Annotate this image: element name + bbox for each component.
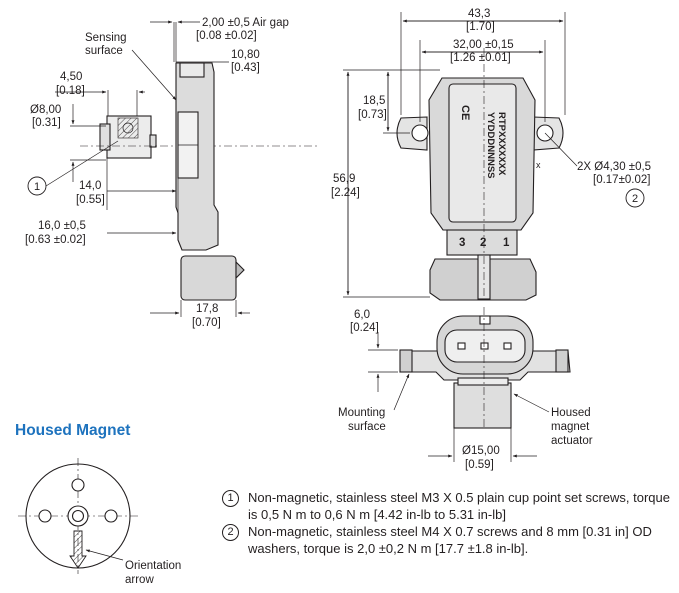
callout-2-front [625, 188, 645, 208]
sensing-label-2: surface [85, 45, 123, 57]
dim-10-80: 10,80 [231, 49, 260, 61]
dim-16-0: 16,0 ±0,5 [38, 220, 86, 232]
air-gap-dim: 2,00 ±0,5 Air gap [202, 17, 289, 29]
dim-6-0: 6,0 [354, 309, 370, 321]
orientation-arrow-icon [69, 530, 87, 569]
dim-56-9: 56,9 [333, 173, 355, 185]
note-1-number: 1 [222, 490, 239, 507]
dim-17-8: 17,8 [196, 303, 218, 315]
dim-32-00: 32,00 ±0,15 [453, 39, 514, 51]
part-text-2: RTPXXXXXXX [496, 112, 507, 176]
note-2: 2 Non-magnetic, stainless steel M4 X 0.7… [222, 524, 672, 557]
sensor-face-side [179, 62, 205, 78]
housed-label-3: actuator [551, 435, 593, 447]
magnet-actuator-top [457, 377, 509, 386]
magnet-actuator-side [453, 382, 512, 429]
pin-label-3: 3 [459, 237, 465, 249]
magnet-hole-right [104, 509, 118, 523]
dim-15-00: Ø15,00 [462, 445, 500, 457]
front-view: CE YYDDDNNNSS RTPXXXXXXX x 3 2 1 43,3 [1… [331, 8, 651, 301]
dim-15-00-in: [0.59] [465, 459, 494, 471]
connector-latch-side [235, 260, 245, 280]
dim-8-00: Ø8,00 [30, 104, 61, 116]
mounting-tab-right [555, 349, 569, 373]
dim-4-50: 4,50 [60, 71, 82, 83]
ce-mark: CE [459, 105, 471, 120]
pin-slot-1 [503, 342, 512, 350]
mounting-label-2: surface [348, 421, 386, 433]
dim-32-00-in: [1.26 ±0.01] [450, 52, 511, 64]
note-2-number: 2 [222, 524, 239, 541]
sensing-label-1: Sensing [85, 32, 127, 44]
note-1-text: Non-magnetic, stainless steel M3 X 0.5 p… [248, 490, 670, 522]
dim-4-50-in: [0.18] [56, 85, 85, 97]
bottom-view: 6,0 [0.24] Mounting surface Housed magne… [338, 307, 593, 471]
pin-label-1: 1 [503, 237, 510, 249]
air-gap-dim-in: [0.08 ±0.02] [196, 30, 257, 42]
dim-17-8-in: [0.70] [192, 317, 221, 329]
mounting-tab-left [399, 349, 413, 373]
mounting-label-1: Mounting [338, 407, 385, 419]
dim-6-0-in: [0.24] [350, 322, 379, 334]
note-2-text: Non-magnetic, stainless steel M4 X 0.7 s… [248, 524, 652, 556]
connector-side [180, 255, 237, 301]
housed-label-1: Housed [551, 407, 591, 419]
notes-list: 1 Non-magnetic, stainless steel M3 X 0.5… [222, 490, 672, 558]
hole-dim-in: [0.17±0.02] [593, 174, 650, 186]
housed-magnet-view: Orientation arrow [18, 458, 181, 586]
dim-18-5: 18,5 [363, 95, 385, 107]
side-view: 1 2,00 ±0,5 Air gap [0.08 ±0.02] Sensing… [25, 17, 320, 329]
orientation-label-2: arrow [125, 574, 154, 586]
magnet-center-inner [71, 509, 85, 523]
housed-label-2: magnet [551, 421, 590, 433]
dim-14-0: 14,0 [79, 180, 101, 192]
set-screw-hatch [117, 117, 139, 139]
set-screw-head [122, 122, 134, 134]
pin-label-2: 2 [480, 237, 486, 249]
hole-dim: 2X Ø4,30 ±0,5 [577, 161, 651, 173]
dim-18-5-in: [0.73] [358, 109, 387, 121]
dim-10-80-in: [0.43] [231, 62, 260, 74]
x-mark: x [536, 160, 541, 170]
pin-slot-3 [457, 342, 466, 350]
pin-slot-2 [480, 342, 489, 350]
dim-56-9-in: [2.24] [331, 187, 360, 199]
key-notch [479, 315, 491, 325]
magnet-holder-flange [99, 123, 111, 151]
dim-43-3-in: [1.70] [466, 21, 495, 33]
label-plate [448, 83, 517, 223]
dim-16-0-in: [0.63 ±0.02] [25, 234, 86, 246]
orientation-label-1: Orientation [125, 560, 181, 572]
section-title: Housed Magnet [15, 422, 131, 439]
mount-hole-left [411, 124, 429, 142]
callout-1-side-text: 1 [34, 181, 40, 193]
magnet-stub [149, 134, 157, 148]
part-text-1: YYDDDNNNSS [485, 112, 496, 179]
dim-8-00-in: [0.31] [32, 117, 61, 129]
magnet-hole-top [71, 478, 85, 492]
callout-2-front-text: 2 [632, 193, 638, 205]
magnet-hole-left [38, 509, 52, 523]
dim-14-0-in: [0.55] [76, 194, 105, 206]
note-1: 1 Non-magnetic, stainless steel M3 X 0.5… [222, 490, 672, 523]
dim-43-3: 43,3 [468, 8, 490, 20]
